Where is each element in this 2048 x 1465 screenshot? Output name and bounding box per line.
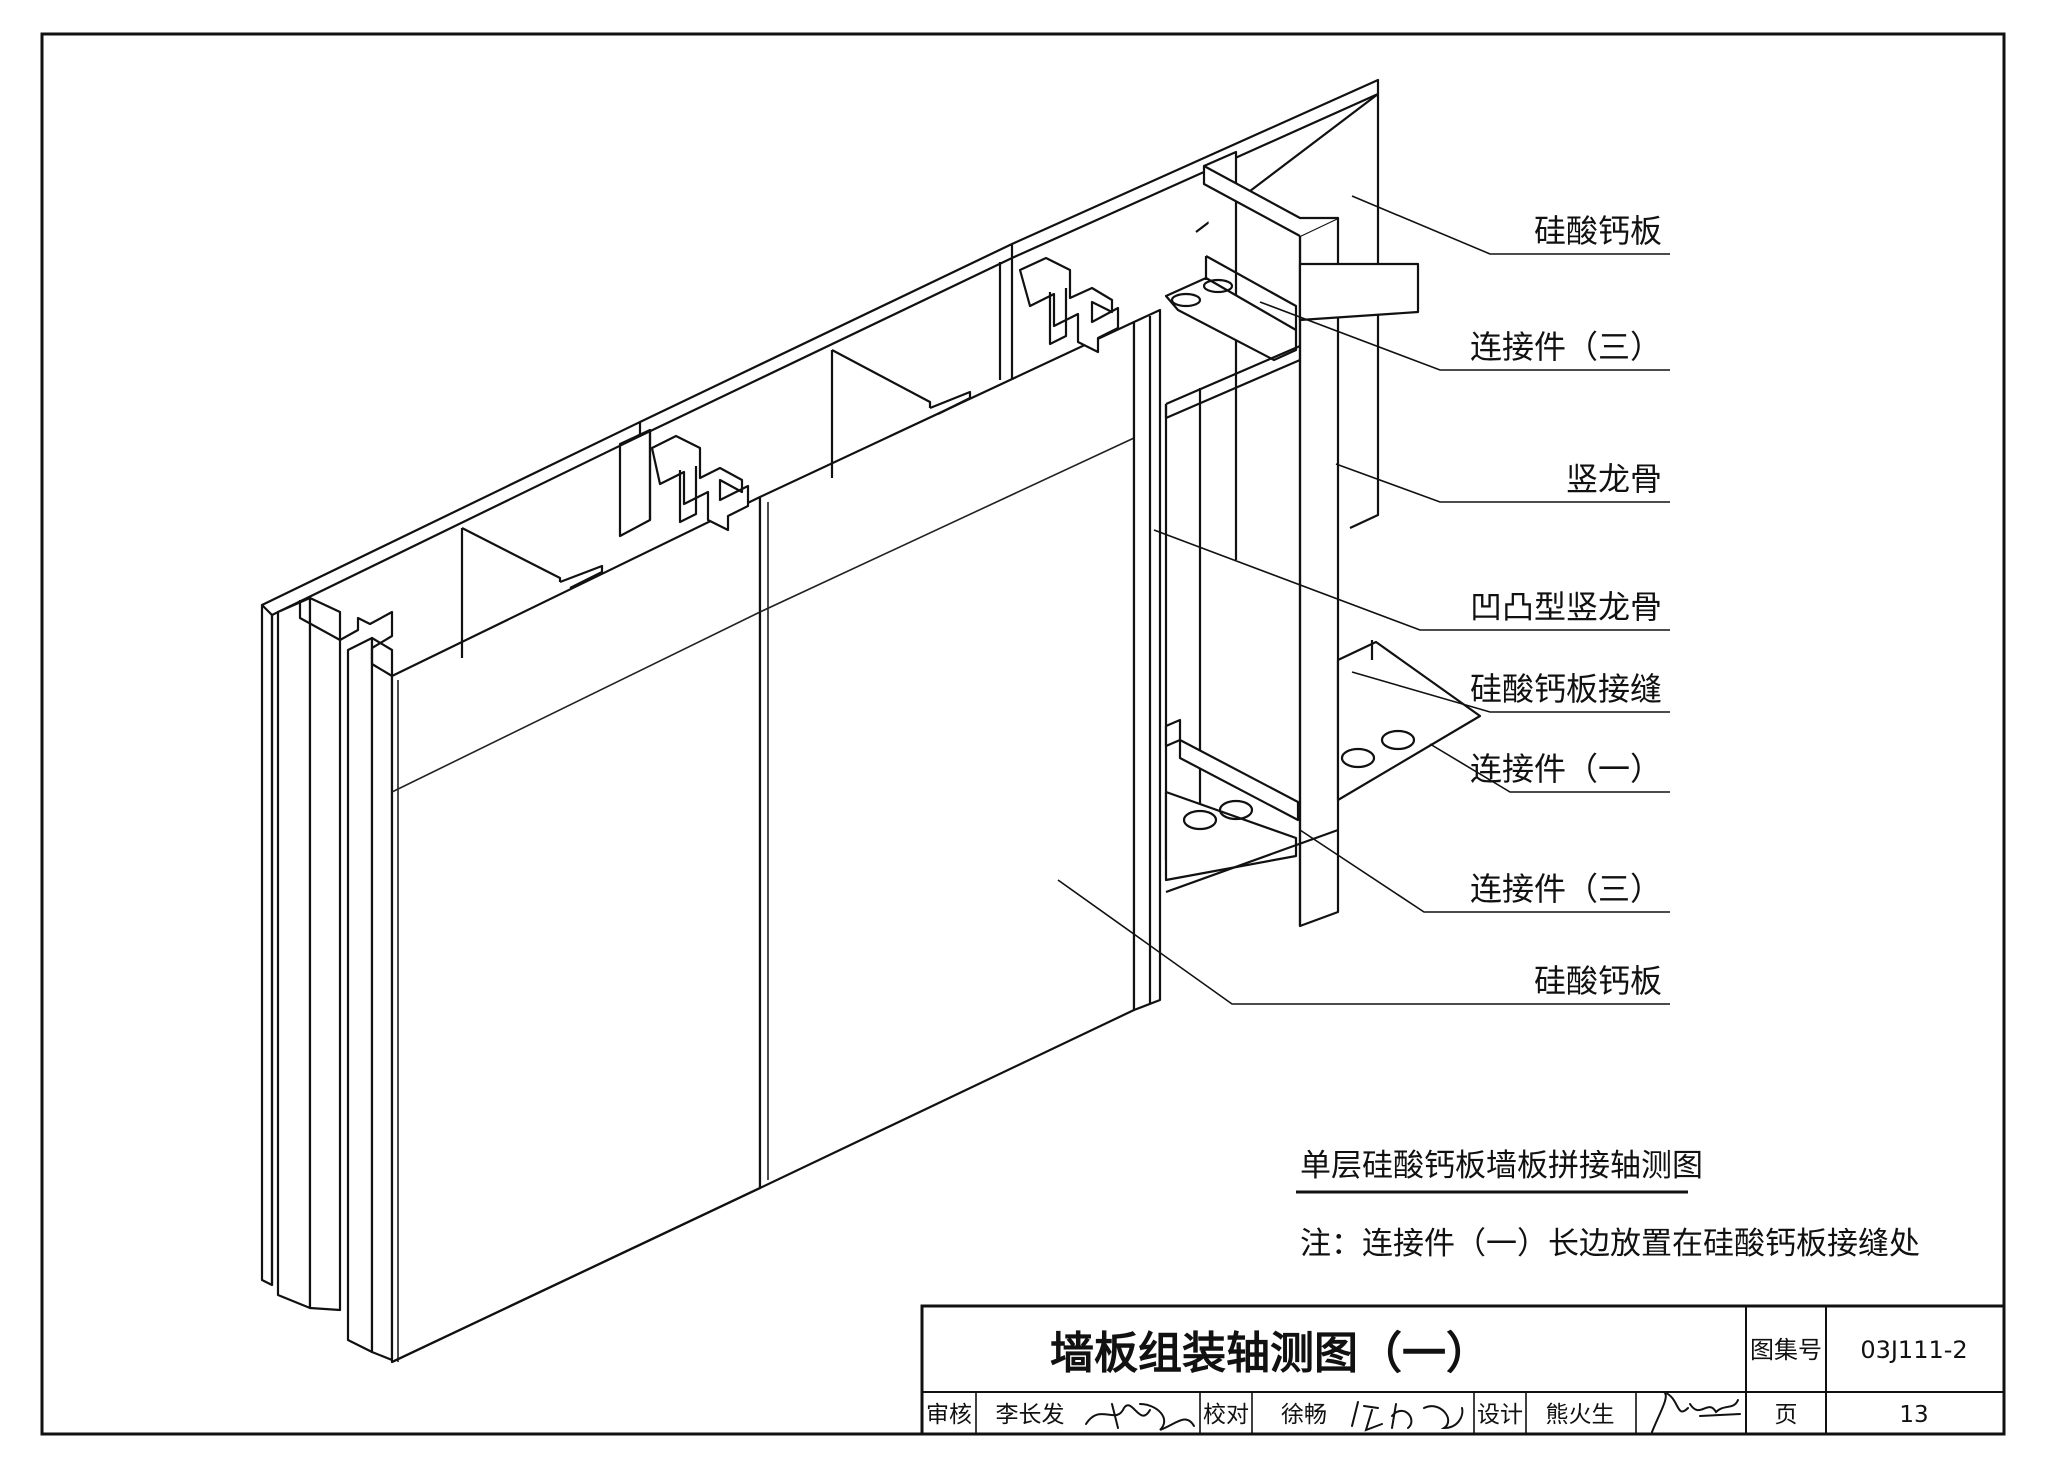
label-tongue-groove-stud: 凹凸型竖龙骨: [1470, 588, 1662, 626]
designer-signature: [1651, 1391, 1741, 1433]
drawing-title: 墙板组装轴测图（一）: [1050, 1328, 1490, 1379]
label-board-joint: 硅酸钙板接缝: [1470, 670, 1662, 708]
wall-axonometric-drawing: [260, 78, 1482, 1364]
label-connector-one: 连接件（一）: [1470, 750, 1662, 788]
review-label: 审核: [926, 1402, 972, 1428]
label-connector-three-top: 连接件（三）: [1470, 328, 1662, 366]
atlas-label: 图集号: [1750, 1336, 1822, 1364]
page-label: 页: [1775, 1402, 1798, 1428]
reviewer-name: 李长发: [996, 1402, 1065, 1428]
design-label: 设计: [1477, 1402, 1523, 1428]
label-silicate-board-top: 硅酸钙板: [1534, 212, 1662, 250]
atlas-number: 03J111-2: [1860, 1336, 1967, 1364]
checker-signature: [1351, 1401, 1464, 1432]
check-label: 校对: [1203, 1402, 1249, 1428]
caption-note: 注：连接件（一）长边放置在硅酸钙板接缝处: [1300, 1226, 1920, 1262]
checker-name: 徐畅: [1281, 1402, 1327, 1428]
title-block: 墙板组装轴测图（一） 图集号 03J111-2 审核 李长发 校对 徐畅 设计 …: [920, 1304, 2006, 1436]
label-connector-three-bottom: 连接件（三）: [1470, 870, 1662, 908]
page-number: 13: [1899, 1402, 1928, 1428]
label-silicate-board-bottom: 硅酸钙板: [1534, 962, 1662, 1000]
callout-labels: 硅酸钙板 连接件（三） 竖龙骨 凹凸型竖龙骨 硅酸钙板接缝 连接件（一） 连接件…: [1470, 212, 1662, 1000]
leader-lines: [1057, 195, 1670, 1005]
caption-title: 单层硅酸钙板墙板拼接轴测图: [1300, 1148, 1703, 1184]
reviewer-signature: [1085, 1403, 1195, 1431]
label-vertical-stud: 竖龙骨: [1566, 460, 1662, 498]
designer-name: 熊火生: [1546, 1402, 1615, 1428]
